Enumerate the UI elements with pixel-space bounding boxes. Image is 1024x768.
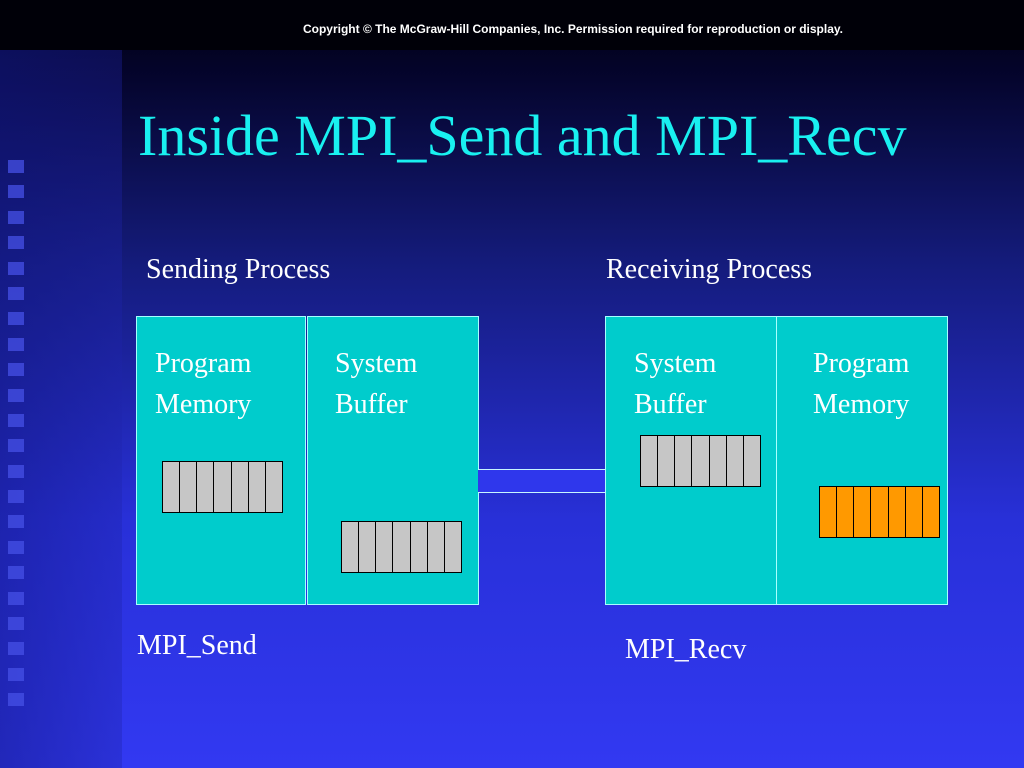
sending-program-memory-buffer <box>162 461 283 513</box>
buffer-cell <box>179 462 197 512</box>
receiving-system-buffer <box>640 435 761 487</box>
top-bar <box>0 0 1024 50</box>
buffer-cell <box>820 487 837 537</box>
decorative-square <box>8 286 24 300</box>
buffer-cell <box>641 436 658 486</box>
decorative-square <box>8 210 24 224</box>
buffer-cell <box>708 436 726 486</box>
system-buffer-label-line1: System <box>335 348 418 379</box>
decorative-square <box>8 388 24 402</box>
buffer-cell <box>904 487 922 537</box>
buffer-cell <box>196 462 214 512</box>
buffer-cell <box>921 487 939 537</box>
buffer-cell <box>691 436 709 486</box>
transfer-channel <box>478 469 606 493</box>
decorative-square <box>8 591 24 605</box>
program-memory-label-line2: Memory <box>155 389 252 420</box>
buffer-cell <box>392 522 410 572</box>
decorative-square <box>8 363 24 377</box>
buffer-cell <box>887 487 905 537</box>
decorative-square <box>8 261 24 275</box>
decorative-square <box>8 566 24 580</box>
buffer-cell <box>426 522 444 572</box>
buffer-cell <box>443 522 461 572</box>
buffer-cell <box>358 522 376 572</box>
program-memory-label: Program Memory <box>813 343 909 425</box>
program-memory-label: Program Memory <box>155 343 251 425</box>
decorative-square <box>8 515 24 529</box>
buffer-cell <box>163 462 180 512</box>
mpi-recv-label: MPI_Recv <box>625 634 747 665</box>
program-memory-label-line2: Memory <box>813 389 910 420</box>
decorative-square <box>8 667 24 681</box>
buffer-cell <box>853 487 871 537</box>
copyright-notice: Copyright © The McGraw-Hill Companies, I… <box>302 22 844 36</box>
buffer-cell <box>870 487 888 537</box>
buffer-cell <box>725 436 743 486</box>
receiving-process-heading: Receiving Process <box>606 254 813 285</box>
buffer-cell <box>742 436 760 486</box>
buffer-cell <box>230 462 248 512</box>
sending-program-memory-panel: Program Memory <box>136 316 306 605</box>
decorative-square <box>8 490 24 504</box>
buffer-cell <box>836 487 854 537</box>
buffer-cell <box>409 522 427 572</box>
decorative-square <box>8 312 24 326</box>
program-memory-label-line1: Program <box>155 348 252 379</box>
decorative-square <box>8 337 24 351</box>
receiving-system-buffer-panel: System Buffer <box>605 316 777 605</box>
buffer-cell <box>247 462 265 512</box>
left-decorative-strip <box>0 50 122 768</box>
system-buffer-label-line1: System <box>634 348 717 379</box>
system-buffer-label: System Buffer <box>335 343 417 425</box>
decorative-square <box>8 185 24 199</box>
decorative-squares <box>8 160 24 719</box>
decorative-square <box>8 464 24 478</box>
program-memory-label-line1: Program <box>813 348 910 379</box>
system-buffer-label-line2: Buffer <box>335 389 408 420</box>
mpi-send-label: MPI_Send <box>137 630 257 661</box>
sending-system-buffer <box>341 521 462 573</box>
decorative-square <box>8 413 24 427</box>
slide-title: Inside MPI_Send and MPI_Recv <box>138 103 907 168</box>
buffer-cell <box>264 462 282 512</box>
decorative-square <box>8 642 24 656</box>
receiving-program-memory-panel: Program Memory <box>776 316 948 605</box>
decorative-square <box>8 439 24 453</box>
receiving-program-memory-buffer <box>819 486 940 538</box>
sending-system-buffer-panel: System Buffer <box>307 316 479 605</box>
decorative-square <box>8 236 24 250</box>
decorative-square <box>8 160 24 173</box>
decorative-square <box>8 540 24 554</box>
decorative-square <box>8 693 24 707</box>
system-buffer-label-line2: Buffer <box>634 389 707 420</box>
buffer-cell <box>657 436 675 486</box>
decorative-square <box>8 617 24 631</box>
buffer-cell <box>674 436 692 486</box>
buffer-cell <box>375 522 393 572</box>
buffer-cell <box>213 462 231 512</box>
sending-process-heading: Sending Process <box>146 254 331 285</box>
buffer-cell <box>342 522 359 572</box>
system-buffer-label: System Buffer <box>634 343 716 425</box>
